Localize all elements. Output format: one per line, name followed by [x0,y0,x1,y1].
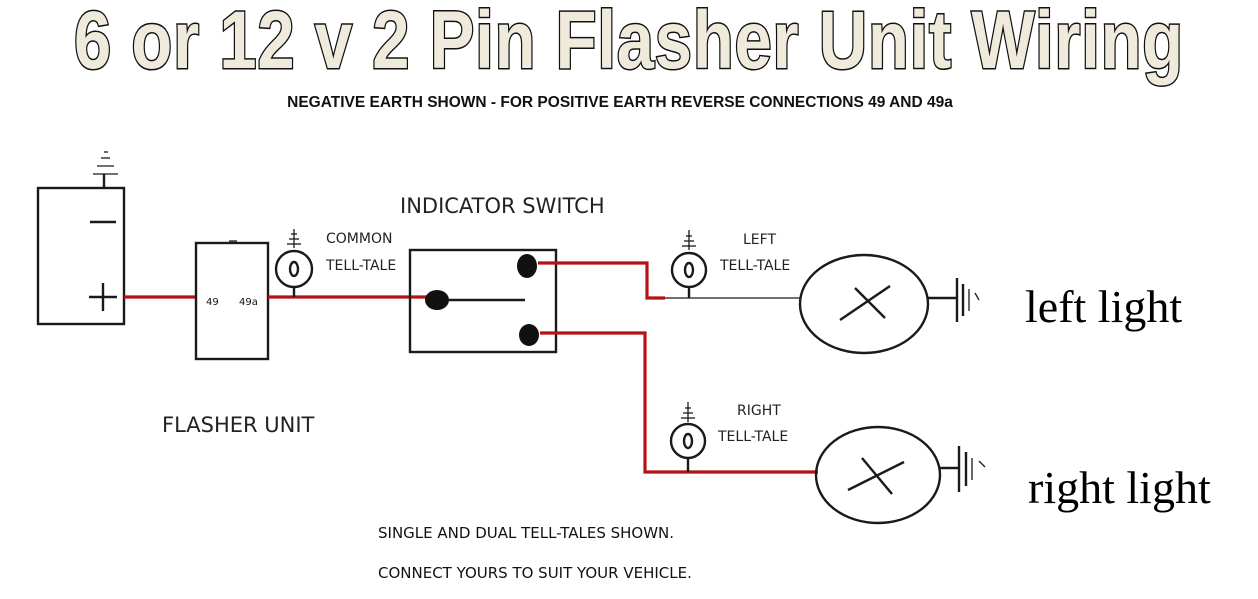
subtitle: NEGATIVE EARTH SHOWN - FOR POSITIVE EART… [287,94,953,111]
flasher-pin-49: 49 [206,297,219,308]
indicator-switch-box [408,248,558,354]
indicator-switch [408,248,558,354]
battery-body [36,186,126,326]
left-light-label: left light [1025,281,1182,332]
wire-switch-to-right [540,331,818,474]
right-light-label: right light [1028,462,1211,513]
flasher-pin-49a: 49a [239,297,258,308]
flasher-unit-label: FLASHER UNIT [162,413,315,437]
right-light-bulb [814,425,986,525]
wire-switch-to-left [538,261,665,300]
switch-left-contact [517,254,537,278]
note-line-1: SINGLE AND DUAL TELL-TALES SHOWN. [378,524,674,542]
note-line-2: CONNECT YOURS TO SUIT YOUR VEHICLE. [378,564,692,582]
left-light-bulb [798,253,980,355]
right-telltale-lamp [669,402,707,472]
flasher-unit: 49 49a [194,240,270,361]
flasher-unit-box [194,241,270,361]
right-telltale-line1: RIGHT [737,403,781,419]
battery [36,151,126,326]
common-telltale-line1: COMMON [326,231,392,247]
left-telltale-line1: LEFT [743,232,776,248]
page-title: 6 or 12 v 2 Pin Flasher Unit Wiring [74,0,1184,86]
battery-positive-terminal [89,283,117,311]
common-telltale-line2: TELL-TALE [325,258,396,274]
right-telltale-line2: TELL-TALE [717,429,788,445]
switch-right-contact [519,324,539,346]
common-telltale-lamp [274,229,314,297]
indicator-switch-label: INDICATOR SWITCH [400,194,605,218]
left-telltale-line2: TELL-TALE [719,258,790,274]
switch-common-contact [425,290,449,310]
left-telltale-lamp [670,230,708,298]
